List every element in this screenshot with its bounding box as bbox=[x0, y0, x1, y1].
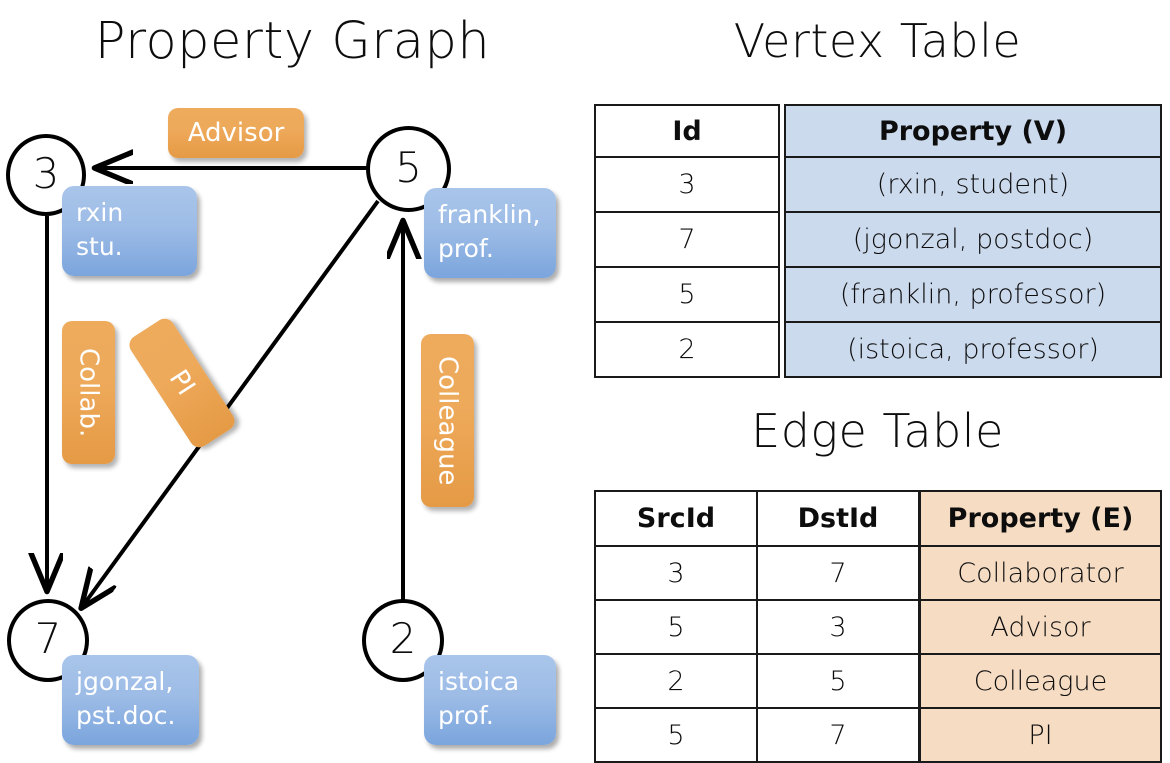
vertex-property-box-franklin: franklin, prof. bbox=[424, 188, 556, 278]
table-row: Colleague bbox=[919, 653, 1162, 709]
edge-label-advisor: Advisor bbox=[168, 108, 304, 158]
vertex-property-box-jgonzal: jgonzal, pst.doc. bbox=[62, 655, 199, 745]
vertex-table-property-0: (rxin, student) bbox=[784, 156, 1162, 213]
table-row: Advisor bbox=[919, 599, 1162, 655]
edge-label-collaborator: Collab. bbox=[62, 321, 115, 464]
edge-table-property-column: Property (E) Collaborator Advisor Collea… bbox=[919, 490, 1162, 763]
vertex-table-header-id: Id bbox=[594, 104, 780, 158]
table-row: 7 bbox=[594, 211, 780, 268]
edge-table-id-columns: SrcId DstId 3 7 5 3 2 5 5 7 bbox=[594, 490, 920, 763]
table-row: 2 5 bbox=[594, 653, 920, 709]
edge-label-collaborator-text: Collab. bbox=[73, 347, 104, 438]
vertex-table-property-2: (franklin, professor) bbox=[784, 266, 1162, 323]
vertex-property-franklin-line1: franklin, bbox=[438, 200, 541, 229]
table-row: 5 7 bbox=[594, 707, 920, 763]
table-header-row: Id bbox=[594, 104, 780, 158]
table-row: (istoica, professor) bbox=[784, 321, 1162, 378]
table-row: 3 bbox=[594, 156, 780, 213]
edge-table-header-dstid: DstId bbox=[756, 490, 920, 547]
graph-node-7-label: 7 bbox=[34, 614, 62, 663]
vertex-table-property-column: Property (V) (rxin, student) (jgonzal, p… bbox=[784, 104, 1162, 378]
table-row: (rxin, student) bbox=[784, 156, 1162, 213]
edge-table-dst-0: 7 bbox=[756, 545, 920, 601]
edge-label-colleague-text: Colleague bbox=[432, 355, 463, 486]
table-row: 3 7 bbox=[594, 545, 920, 601]
table-row: 5 bbox=[594, 266, 780, 323]
graph-node-3-label: 3 bbox=[32, 148, 60, 198]
edge-table-header-property: Property (E) bbox=[919, 490, 1162, 547]
edge-table-property-2: Colleague bbox=[919, 653, 1162, 709]
edge-table-header-srcid: SrcId bbox=[594, 490, 758, 547]
vertex-property-box-rxin: rxin stu. bbox=[62, 186, 197, 276]
edge-table-dst-3: 7 bbox=[756, 707, 920, 763]
vertex-table-property-1: (jgonzal, postdoc) bbox=[784, 211, 1162, 268]
vertex-property-istoica-line2: prof. bbox=[438, 700, 494, 730]
vertex-property-rxin-line1: rxin bbox=[76, 198, 124, 227]
vertex-table-id-0: 3 bbox=[594, 156, 780, 213]
edge-5-to-7 bbox=[82, 199, 380, 607]
graph-node-5[interactable]: 5 bbox=[366, 126, 451, 212]
vertex-property-franklin-line2: prof. bbox=[438, 233, 494, 263]
table-row: 5 3 bbox=[594, 599, 920, 655]
vertex-property-rxin-line2: stu. bbox=[76, 231, 123, 261]
vertex-table-id-column: Id 3 7 5 2 bbox=[594, 104, 780, 378]
edge-table-src-1: 5 bbox=[594, 599, 758, 655]
edge-table-dst-2: 5 bbox=[756, 653, 920, 709]
table-row: (jgonzal, postdoc) bbox=[784, 211, 1162, 268]
vertex-table-id-2: 5 bbox=[594, 266, 780, 323]
vertex-property-jgonzal-line1: jgonzal, bbox=[76, 667, 174, 696]
edge-label-advisor-text: Advisor bbox=[187, 118, 285, 148]
page-title-edge-table: Edge Table bbox=[751, 404, 1004, 458]
edge-table-src-3: 5 bbox=[594, 707, 758, 763]
edge-label-pi-text: PI bbox=[163, 365, 201, 401]
vertex-table-id-1: 7 bbox=[594, 211, 780, 268]
table-header-row: Property (V) bbox=[784, 104, 1162, 158]
property-graph-diagram: 3 5 7 2 rxin stu. franklin, prof. jgonza… bbox=[0, 0, 585, 760]
edge-label-colleague: Colleague bbox=[421, 334, 474, 507]
table-header-row: Property (E) bbox=[919, 490, 1162, 547]
page-title-property-graph: Property Graph bbox=[94, 12, 491, 71]
vertex-table-property-3: (istoica, professor) bbox=[784, 321, 1162, 378]
edge-table-src-2: 2 bbox=[594, 653, 758, 709]
graph-node-2-label: 2 bbox=[389, 614, 417, 663]
vertex-property-jgonzal-line2: pst.doc. bbox=[76, 700, 176, 730]
edge-table-property-0: Collaborator bbox=[919, 545, 1162, 601]
edge-table-src-0: 3 bbox=[594, 545, 758, 601]
table-header-row: SrcId DstId bbox=[594, 490, 920, 547]
vertex-property-istoica-line1: istoica bbox=[438, 667, 520, 696]
table-row: 2 bbox=[594, 321, 780, 378]
table-row: PI bbox=[919, 707, 1162, 763]
edge-table-property-1: Advisor bbox=[919, 599, 1162, 655]
page-title-vertex-table: Vertex Table bbox=[733, 14, 1022, 68]
graph-node-5-label: 5 bbox=[395, 142, 422, 192]
graph-edges-layer bbox=[0, 0, 585, 760]
vertex-property-box-istoica: istoica prof. bbox=[424, 655, 556, 745]
table-row: Collaborator bbox=[919, 545, 1162, 601]
vertex-table-id-3: 2 bbox=[594, 321, 780, 378]
vertex-table-header-property: Property (V) bbox=[784, 104, 1162, 158]
table-row: (franklin, professor) bbox=[784, 266, 1162, 323]
graph-node-2[interactable]: 2 bbox=[362, 599, 444, 682]
edge-table-property-3: PI bbox=[919, 707, 1162, 763]
edge-table-dst-1: 3 bbox=[756, 599, 920, 655]
